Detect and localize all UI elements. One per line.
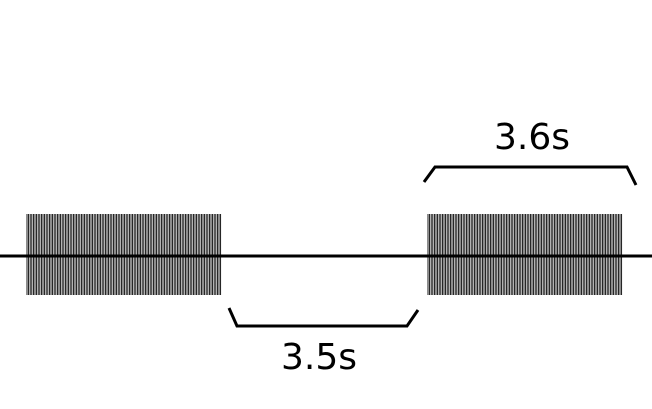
gap-duration-bracket [227,307,420,328]
burst-oscillation [26,214,222,295]
burst-oscillation [427,214,623,295]
signal-burst-1 [26,214,222,295]
period-duration-bracket [422,165,638,186]
gap-duration-label: 3.5s [281,337,357,378]
signal-burst-2 [427,214,623,295]
period-duration-label: 3.6s [494,117,570,158]
